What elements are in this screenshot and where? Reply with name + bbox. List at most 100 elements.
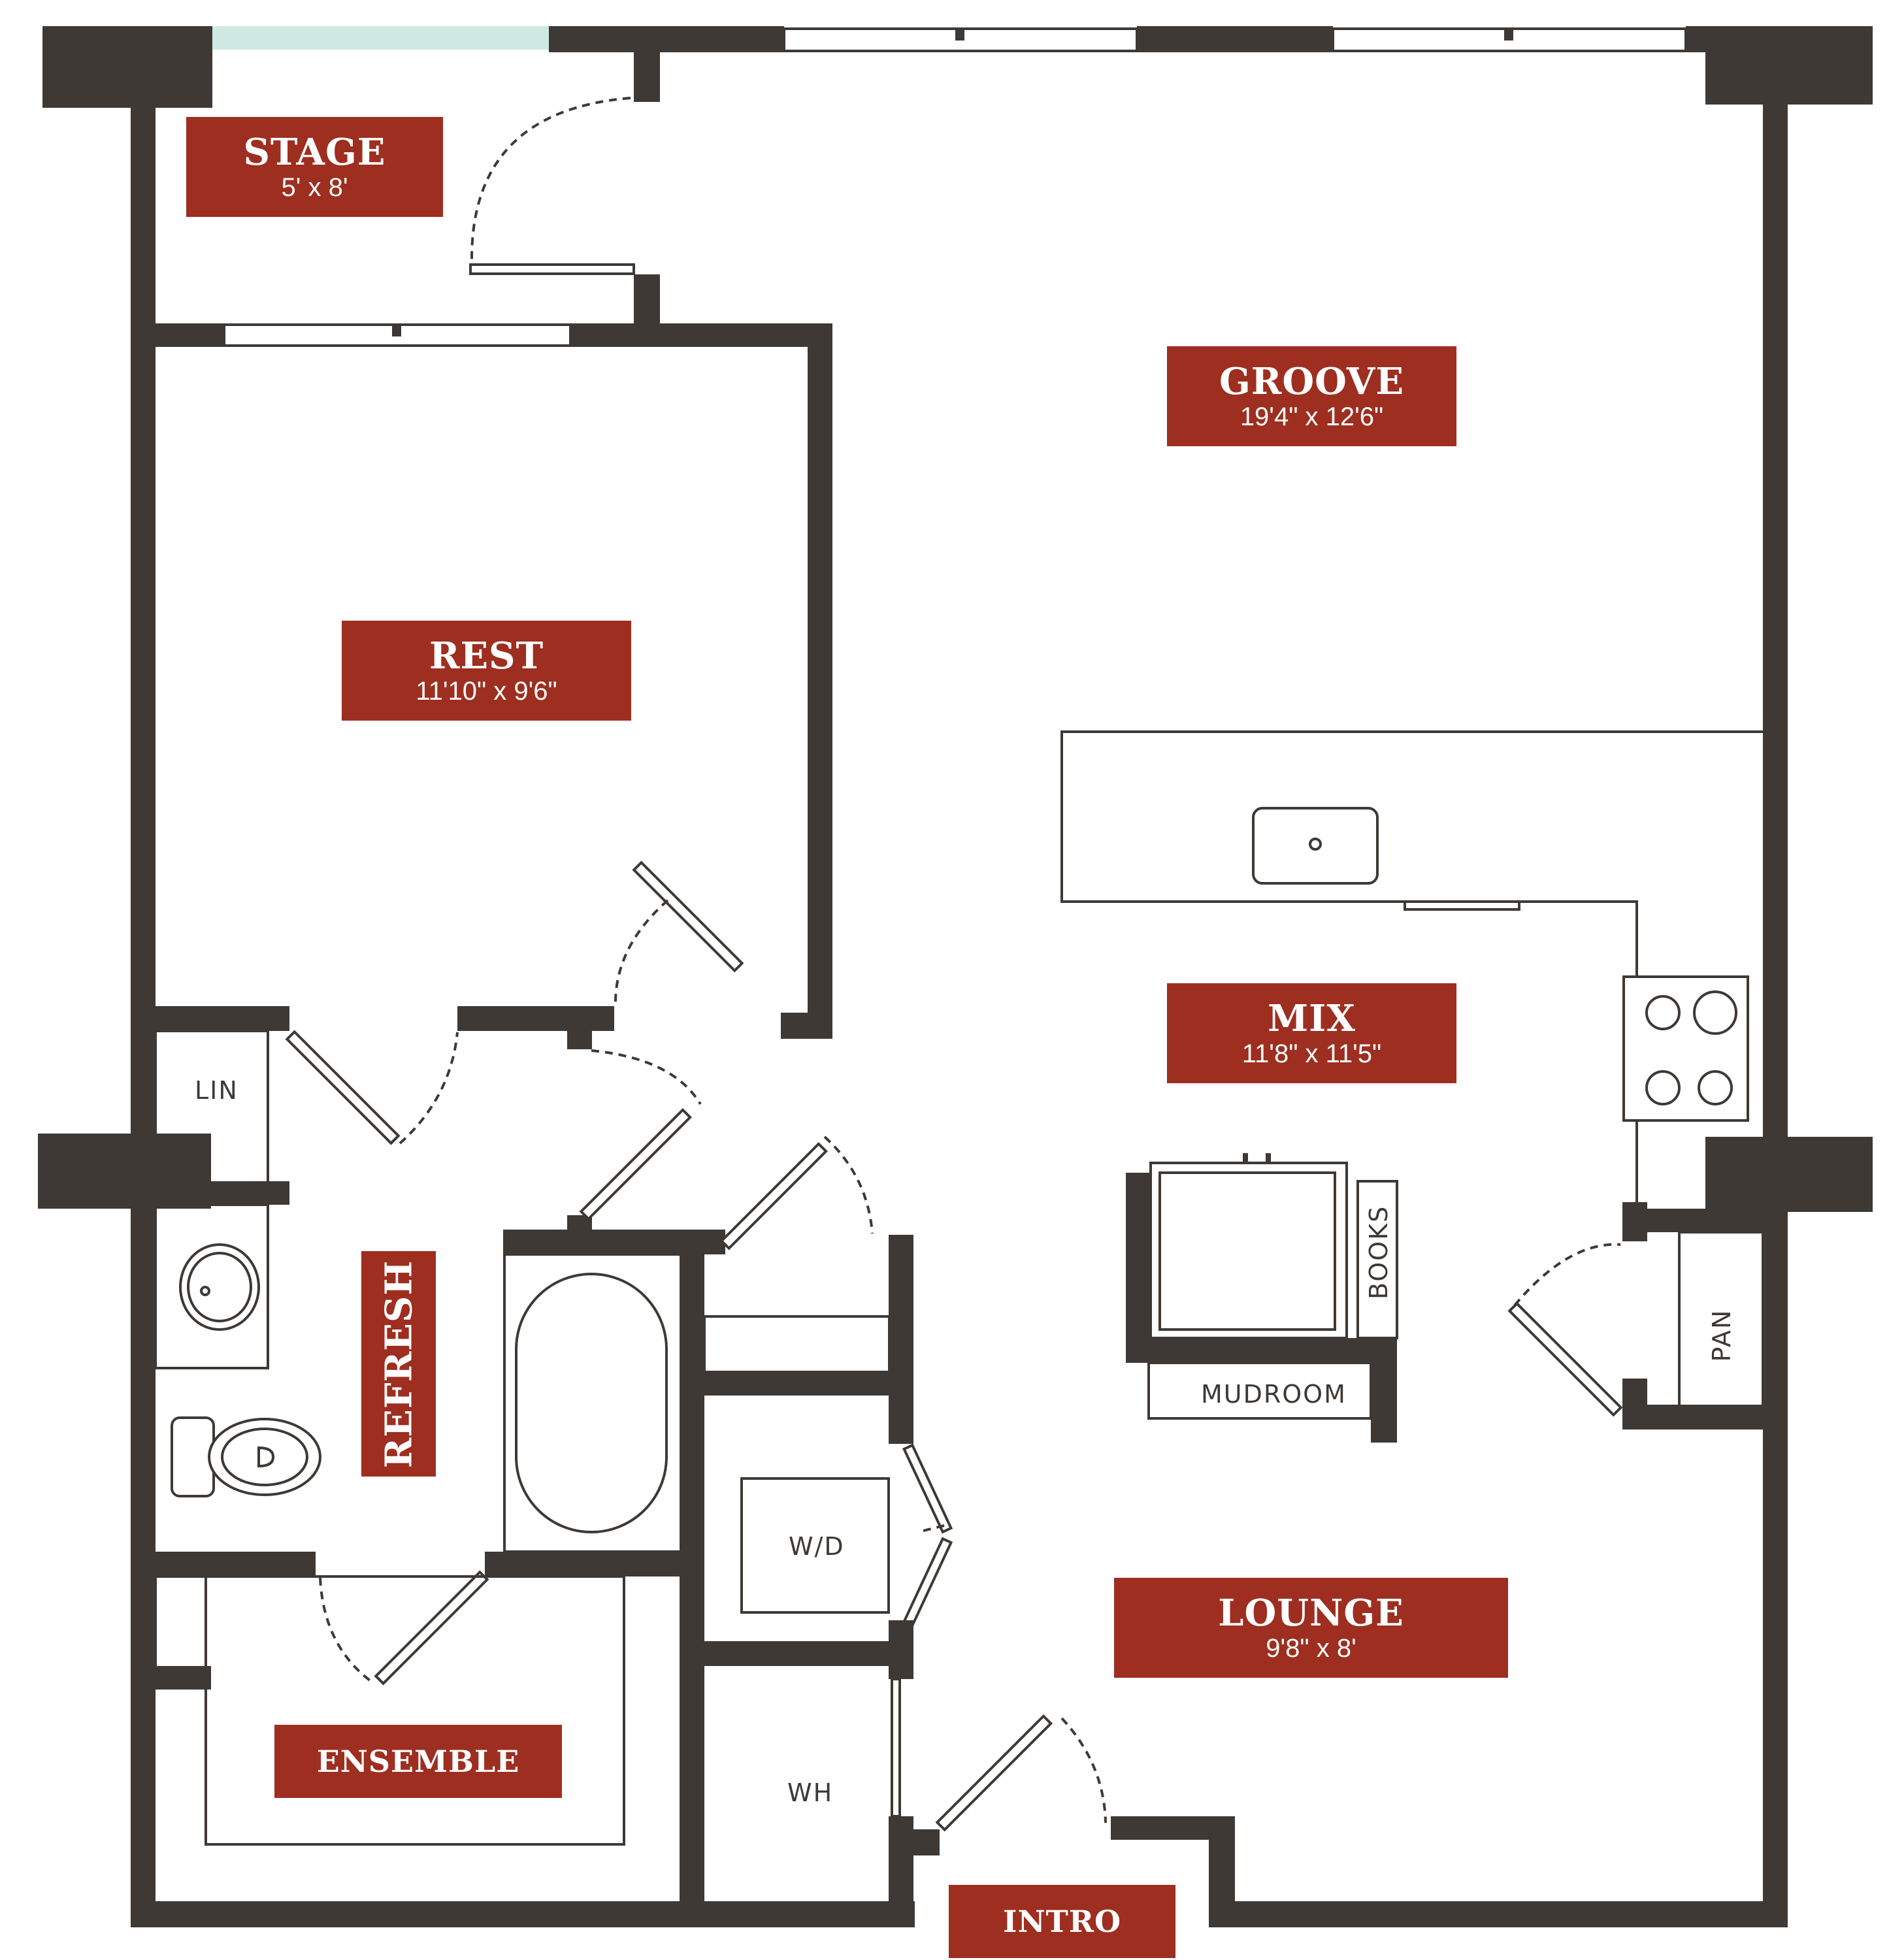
rest-bottom-wall-post xyxy=(567,1031,592,1049)
kitchen-counter xyxy=(1060,730,1763,1202)
rest-door-swing xyxy=(614,899,669,1007)
window-mullion-2 xyxy=(1504,29,1513,41)
ensemble-door-swing xyxy=(319,1577,374,1684)
wall-bottom-right xyxy=(1209,1901,1788,1927)
wall-top-a xyxy=(549,26,784,52)
room-dims-stage: 5' x 8' xyxy=(281,172,348,202)
burner-3 xyxy=(1645,1070,1681,1105)
ensemble-door-leaf xyxy=(374,1570,489,1686)
room-label-mix: MIX 11'8" x 11'5" xyxy=(1167,983,1456,1083)
stage-door-slider xyxy=(469,263,635,275)
stage-door-jamb-bottom xyxy=(634,274,660,323)
room-label-lounge: LOUNGE 9'8" x 8' xyxy=(1114,1578,1508,1678)
burner-1 xyxy=(1645,995,1681,1030)
entry-door-swing xyxy=(1060,1717,1107,1823)
sink-drain xyxy=(200,1286,210,1296)
window-rest-mullion xyxy=(392,325,401,336)
room-dims-mix: 11'8" x 11'5" xyxy=(1241,1039,1382,1068)
rest-top-wall-a xyxy=(156,323,224,347)
wall-top-b xyxy=(1137,26,1333,52)
laundry-shelf xyxy=(703,1315,891,1373)
pantry-wall-top-b xyxy=(1622,1209,1763,1232)
rest-bottom-wall-b xyxy=(457,1006,614,1031)
room-name-lounge: LOUNGE xyxy=(1218,1591,1404,1635)
sink-bowl xyxy=(179,1243,260,1331)
room-label-ensemble: ENSEMBLE xyxy=(274,1725,562,1798)
laundry-door-leaf-upper xyxy=(719,1142,828,1250)
wd-bifold-mark xyxy=(917,1524,945,1533)
toilet-bowl xyxy=(208,1418,321,1496)
books-shelf xyxy=(1356,1180,1398,1339)
laundry-wall-top xyxy=(704,1371,913,1396)
pillar-top-right xyxy=(1705,26,1873,105)
fixture-label-books: BOOKS xyxy=(1364,1205,1393,1299)
ensemble-shelf-outline xyxy=(205,1575,625,1846)
room-dims-groove: 19'4" x 12'6" xyxy=(1240,402,1384,431)
vanity-counter xyxy=(154,1203,269,1369)
washer-dryer xyxy=(740,1477,890,1614)
fixture-label-wd: W/D xyxy=(789,1532,845,1561)
fixture-label-wh: WH xyxy=(787,1778,834,1807)
pillar-left xyxy=(38,1134,211,1209)
kitchen-sink xyxy=(1252,807,1379,885)
tub-wall-right xyxy=(680,1230,704,1927)
room-label-intro: INTRO xyxy=(949,1885,1175,1958)
tub-basin xyxy=(515,1273,668,1533)
pantry-door-swing xyxy=(1513,1243,1621,1307)
tub-enclosure xyxy=(503,1253,682,1553)
room-name-intro: INTRO xyxy=(1002,1904,1122,1939)
toilet-seat xyxy=(221,1428,308,1486)
room-label-rest: REST 11'10" x 9'6" xyxy=(342,621,631,721)
lin-closet-shelf xyxy=(211,1181,289,1205)
room-name-stage: STAGE xyxy=(243,130,386,174)
wh-wall-right-top xyxy=(889,1666,913,1679)
room-label-stage: STAGE 5' x 8' xyxy=(186,117,443,217)
wall-right xyxy=(1763,105,1788,1137)
entry-door-leaf xyxy=(935,1714,1053,1832)
wall-right-lower xyxy=(1763,1212,1788,1927)
laundry-wall-bottom xyxy=(704,1641,913,1666)
wall-entry-step-top xyxy=(1111,1816,1235,1840)
rest-door-leaf xyxy=(632,860,744,973)
room-dims-rest: 11'10" x 9'6" xyxy=(416,676,557,706)
refresh-bottom-wall-a xyxy=(156,1552,316,1576)
wh-wall-right-bottom xyxy=(889,1816,913,1927)
wall-bottom-left xyxy=(131,1901,915,1927)
refresh-door-swing xyxy=(591,1049,702,1105)
wall-left-lower xyxy=(131,1209,156,1927)
fixture-label-mudroom: MUDROOM xyxy=(1201,1380,1347,1409)
fridge-handle-1 xyxy=(1243,1153,1248,1163)
rest-right-wall-foot xyxy=(781,1013,832,1039)
refresh-door-leaf xyxy=(579,1107,693,1221)
window-mullion-1 xyxy=(955,29,964,41)
rest-right-wall xyxy=(808,323,832,1039)
room-name-ensemble: ENSEMBLE xyxy=(316,1744,520,1779)
room-label-groove: GROOVE 19'4" x 12'6" xyxy=(1167,346,1456,446)
burner-2 xyxy=(1693,990,1737,1035)
sink-inner xyxy=(187,1252,252,1322)
fixture-label-lin: LIN xyxy=(195,1076,238,1105)
laundry-wall-right-top xyxy=(889,1235,913,1444)
room-name-rest: REST xyxy=(429,634,544,678)
burner-4 xyxy=(1698,1070,1733,1105)
toilet-lid-mark xyxy=(257,1446,275,1468)
dishwasher xyxy=(1404,900,1520,911)
wd-bifold-upper xyxy=(902,1443,953,1534)
room-label-refresh: REFRESH xyxy=(361,1251,436,1477)
rest-bottom-wall-a xyxy=(156,1006,289,1031)
refresh-bottom-wall-b xyxy=(485,1552,681,1576)
mudroom-wall-left xyxy=(1126,1173,1151,1362)
stage-door-swing xyxy=(470,97,631,262)
mudroom-bench xyxy=(1147,1362,1372,1420)
lin-door-swing xyxy=(399,1032,459,1145)
wd-bifold-lower xyxy=(902,1537,953,1627)
pantry-door-post xyxy=(1622,1379,1647,1429)
room-name-groove: GROOVE xyxy=(1219,359,1405,403)
toilet-tank xyxy=(171,1416,215,1497)
pantry-door-leaf xyxy=(1507,1301,1623,1417)
pillar-right xyxy=(1705,1137,1873,1212)
room-name-refresh: REFRESH xyxy=(377,1260,420,1468)
room-dims-lounge: 9'8" x 8' xyxy=(1266,1633,1356,1663)
entry-door-jamb xyxy=(913,1829,940,1855)
